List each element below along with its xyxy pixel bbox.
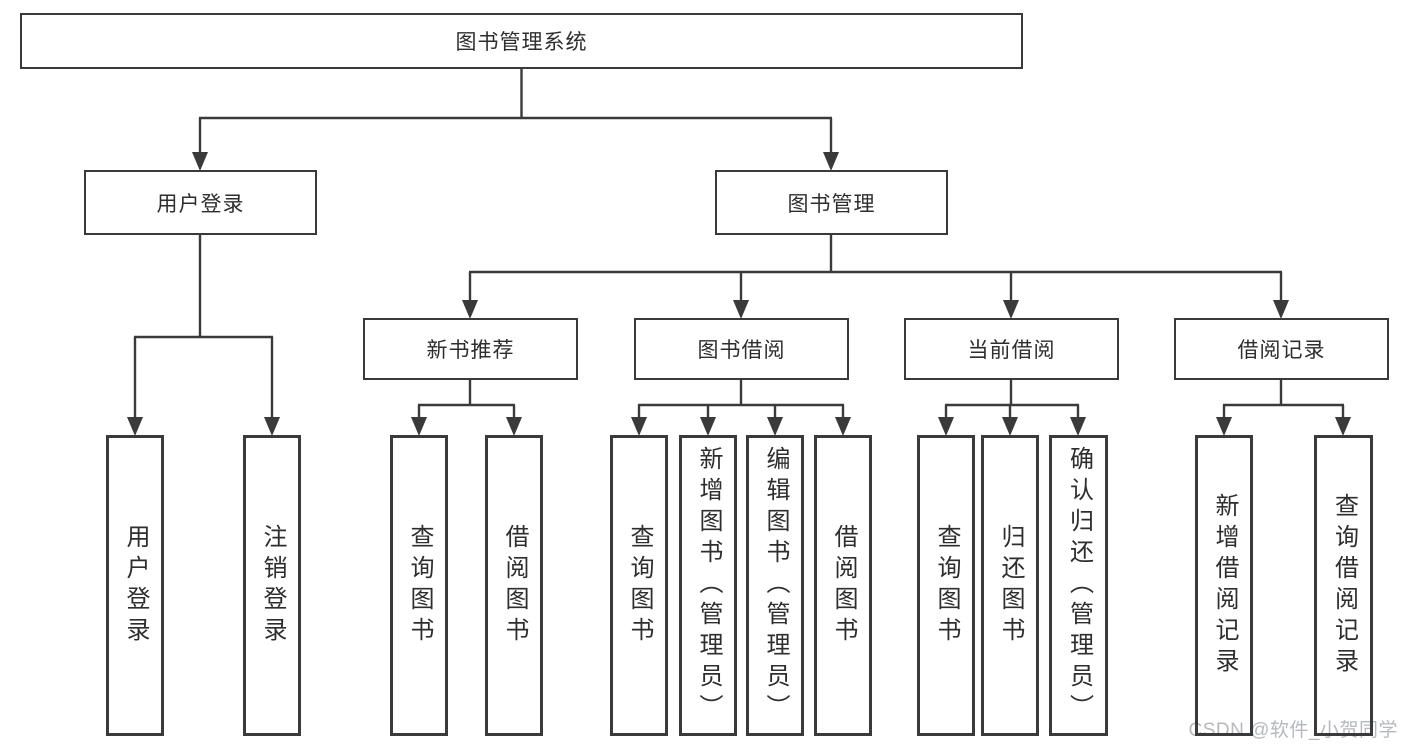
node-book-borrow: 图书借阅	[634, 318, 849, 380]
leaf-user-login: 用户登录	[106, 435, 164, 736]
node-label: 查询图书	[626, 523, 653, 648]
node-new-book-recommend: 新书推荐	[363, 318, 578, 380]
leaf-borrow-books-recommend: 借阅图书	[485, 435, 543, 736]
leaf-add-borrow-record: 新增借阅记录	[1195, 435, 1253, 736]
node-label: 借阅记录	[1237, 339, 1326, 362]
leaf-query-books-current: 查询图书	[917, 435, 975, 736]
node-label: 新增图书（管理员）	[695, 446, 722, 725]
node-label: 查询图书	[933, 523, 960, 648]
node-root: 图书管理系统	[20, 13, 1023, 69]
node-label: 查询借阅记录	[1330, 492, 1358, 679]
node-label: 借阅图书	[501, 523, 528, 648]
leaf-query-books-borrow: 查询图书	[610, 435, 668, 736]
node-label: 图书管理系统	[455, 31, 588, 54]
node-label: 新书推荐	[426, 339, 515, 362]
node-current-borrow: 当前借阅	[904, 318, 1119, 380]
node-label: 注销登录	[259, 523, 286, 648]
leaf-edit-book-admin: 编辑图书（管理员）	[746, 435, 804, 736]
leaf-add-book-admin: 新增图书（管理员）	[679, 435, 737, 736]
leaf-confirm-return-admin: 确认归还（管理员）	[1049, 435, 1108, 736]
node-book-management: 图书管理	[715, 170, 948, 235]
node-label: 图书管理	[787, 192, 876, 216]
node-label: 用户登录	[156, 192, 245, 216]
leaf-return-book: 归还图书	[981, 435, 1039, 736]
node-label: 归还图书	[997, 523, 1024, 648]
node-label: 查询图书	[406, 523, 433, 648]
leaf-query-borrow-record: 查询借阅记录	[1314, 435, 1373, 736]
node-label: 借阅图书	[830, 523, 857, 648]
leaf-borrow-books: 借阅图书	[814, 435, 872, 736]
node-label: 编辑图书（管理员）	[762, 446, 789, 725]
node-label: 确认归还（管理员）	[1065, 446, 1093, 725]
node-label: 图书借阅	[697, 339, 786, 362]
node-borrow-records: 借阅记录	[1174, 318, 1389, 380]
node-label: 新增借阅记录	[1211, 492, 1238, 679]
leaf-logout: 注销登录	[243, 435, 301, 736]
leaf-query-books-recommend: 查询图书	[390, 435, 448, 736]
watermark: CSDN @软件_小贺同学	[1188, 720, 1398, 741]
node-user-login: 用户登录	[84, 170, 317, 235]
node-label: 用户登录	[122, 523, 149, 648]
node-label: 当前借阅	[967, 339, 1056, 362]
